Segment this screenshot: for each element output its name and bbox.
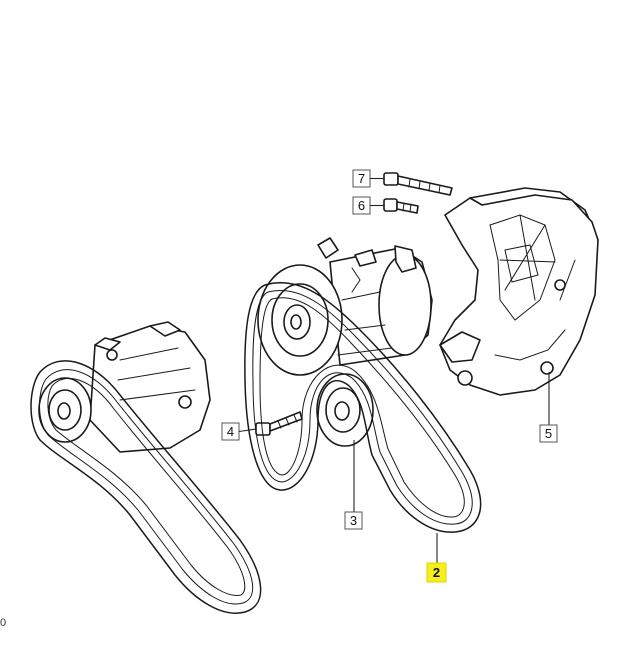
- ribbed-belt-alternator: [30, 360, 262, 614]
- mounting-bracket: [439, 187, 599, 396]
- callout-5: 5: [539, 372, 558, 443]
- ac-compressor: [257, 237, 433, 376]
- callout-7: 7: [352, 169, 384, 188]
- callout-7-label: 7: [358, 171, 365, 186]
- callout-3: 3: [344, 440, 363, 530]
- bolt-6: [383, 198, 419, 214]
- corner-mark: 0: [0, 617, 6, 629]
- callout-6-label: 6: [358, 198, 365, 213]
- alternator: [38, 321, 211, 453]
- tensioner-pulley: [316, 373, 374, 447]
- callout-2: 2: [426, 533, 447, 583]
- bolt-7: [383, 172, 453, 196]
- callout-2-label: 2: [433, 565, 440, 580]
- callout-4: 4: [221, 422, 257, 441]
- callout-4-label: 4: [227, 424, 234, 439]
- callout-3-label: 3: [350, 513, 357, 528]
- ribbed-belt-main: [244, 282, 482, 533]
- callout-6: 6: [352, 196, 384, 215]
- callout-5-label: 5: [545, 426, 552, 441]
